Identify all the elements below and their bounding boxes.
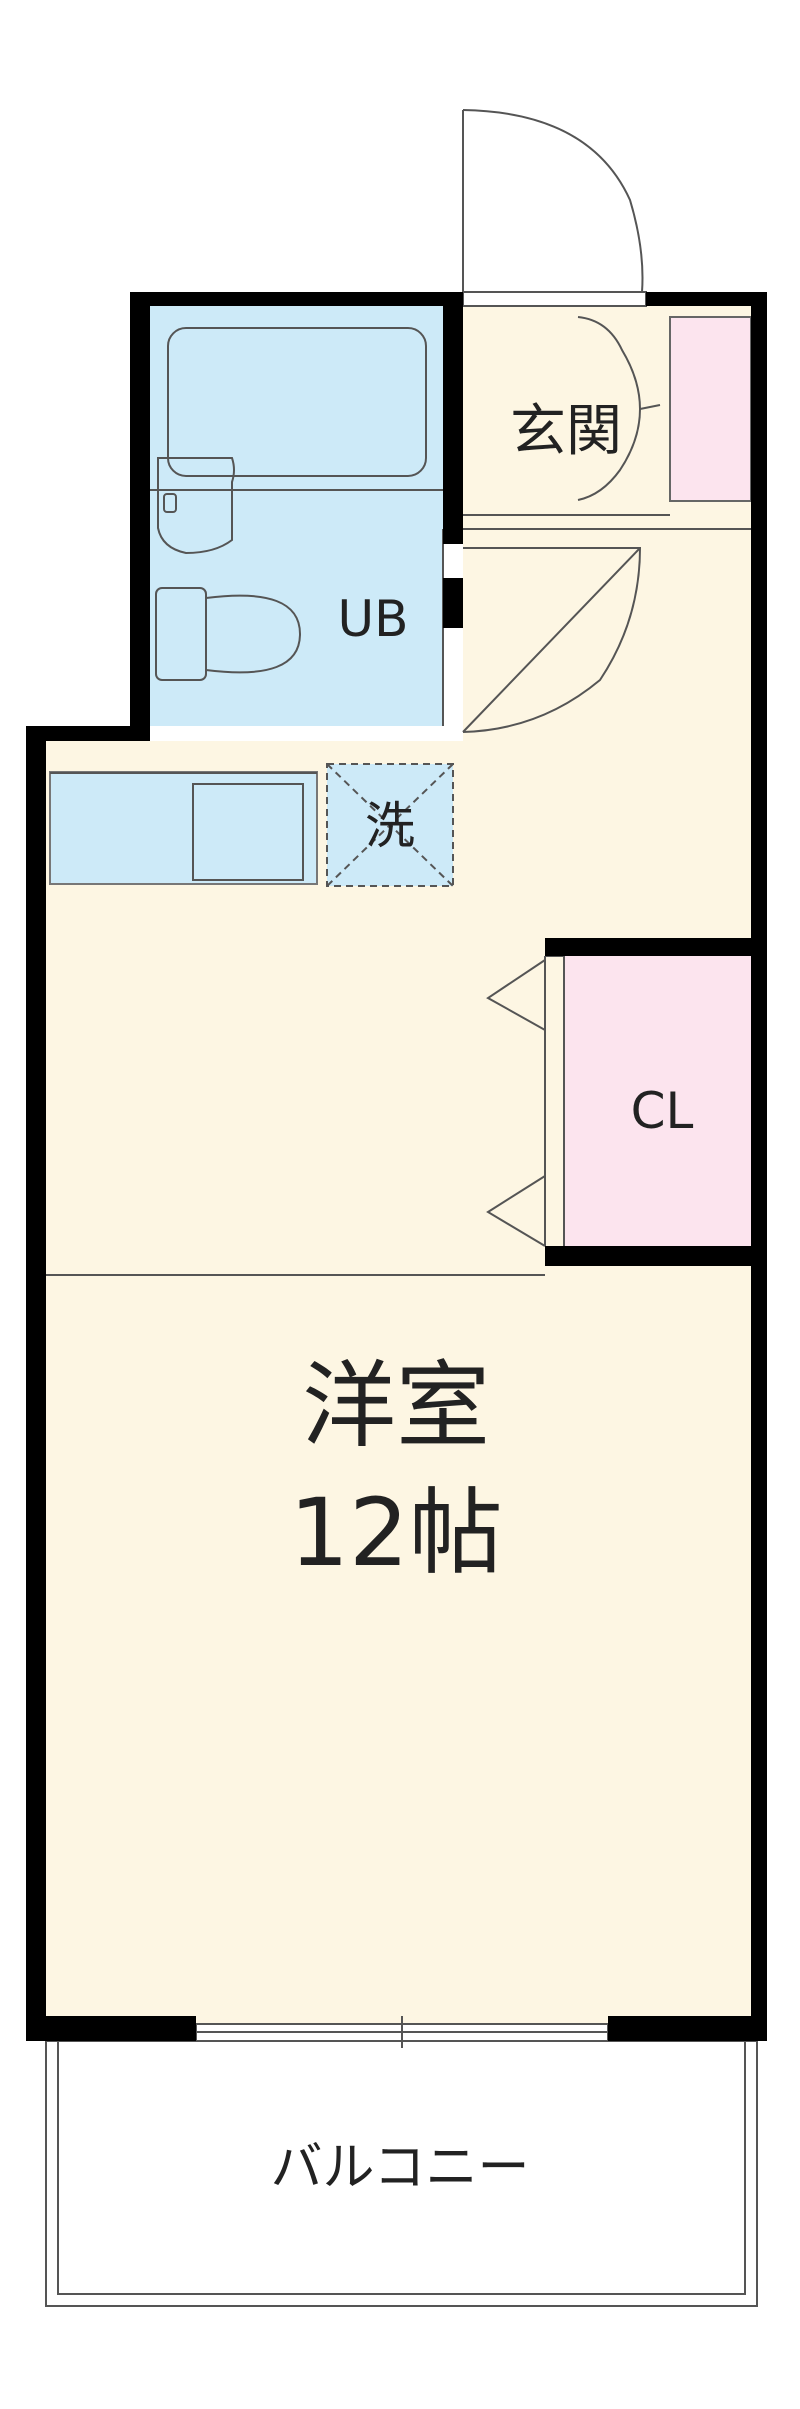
- toilet-bowl: [205, 594, 302, 674]
- closet-area: [564, 956, 751, 1246]
- wall-closet-top: [545, 938, 767, 956]
- wall-bottom-left: [26, 2016, 196, 2041]
- wall-ub-right: [443, 292, 463, 544]
- wall-bottom-right: [608, 2016, 767, 2041]
- walls: [26, 292, 767, 2041]
- wall-room-top: [26, 726, 150, 741]
- entrance-inner-door: [577, 316, 642, 501]
- closet-label: CL: [631, 1082, 694, 1140]
- hallway-area: [463, 529, 751, 741]
- western-room-name: 洋室: [302, 1352, 490, 1461]
- balcony-label: バルコニー: [271, 2138, 530, 2198]
- shoe-cabinet: [669, 316, 752, 502]
- unit-bath-area: [150, 306, 443, 726]
- closet-door-lower: [486, 1175, 546, 1247]
- western-room-size: 12帖: [289, 1479, 503, 1588]
- kitchen-sink: [192, 783, 304, 881]
- labels: 玄関 UB 洗 CL 洋室 12帖 バルコニー: [271, 399, 694, 2198]
- wall-right: [751, 292, 767, 2037]
- front-door[interactable]: [462, 109, 647, 307]
- wall-ub-right-lower: [443, 578, 463, 628]
- wall-left: [26, 726, 46, 2037]
- closet-door-upper: [486, 959, 546, 1031]
- fixtures: [42, 316, 751, 2295]
- wall-ub-left: [130, 292, 150, 741]
- unit-bath-label: UB: [338, 590, 409, 648]
- bathtub: [167, 327, 427, 477]
- wall-closet-bottom: [545, 1246, 767, 1266]
- kitchen-counter: [49, 771, 318, 885]
- wall-ub-top: [130, 292, 463, 306]
- hallway-door-arc: [462, 547, 642, 733]
- genkan-label: 玄関: [510, 399, 622, 464]
- wall-entrance-top: [646, 292, 767, 306]
- washer-label: 洗: [365, 797, 415, 855]
- washbasin: [157, 457, 235, 555]
